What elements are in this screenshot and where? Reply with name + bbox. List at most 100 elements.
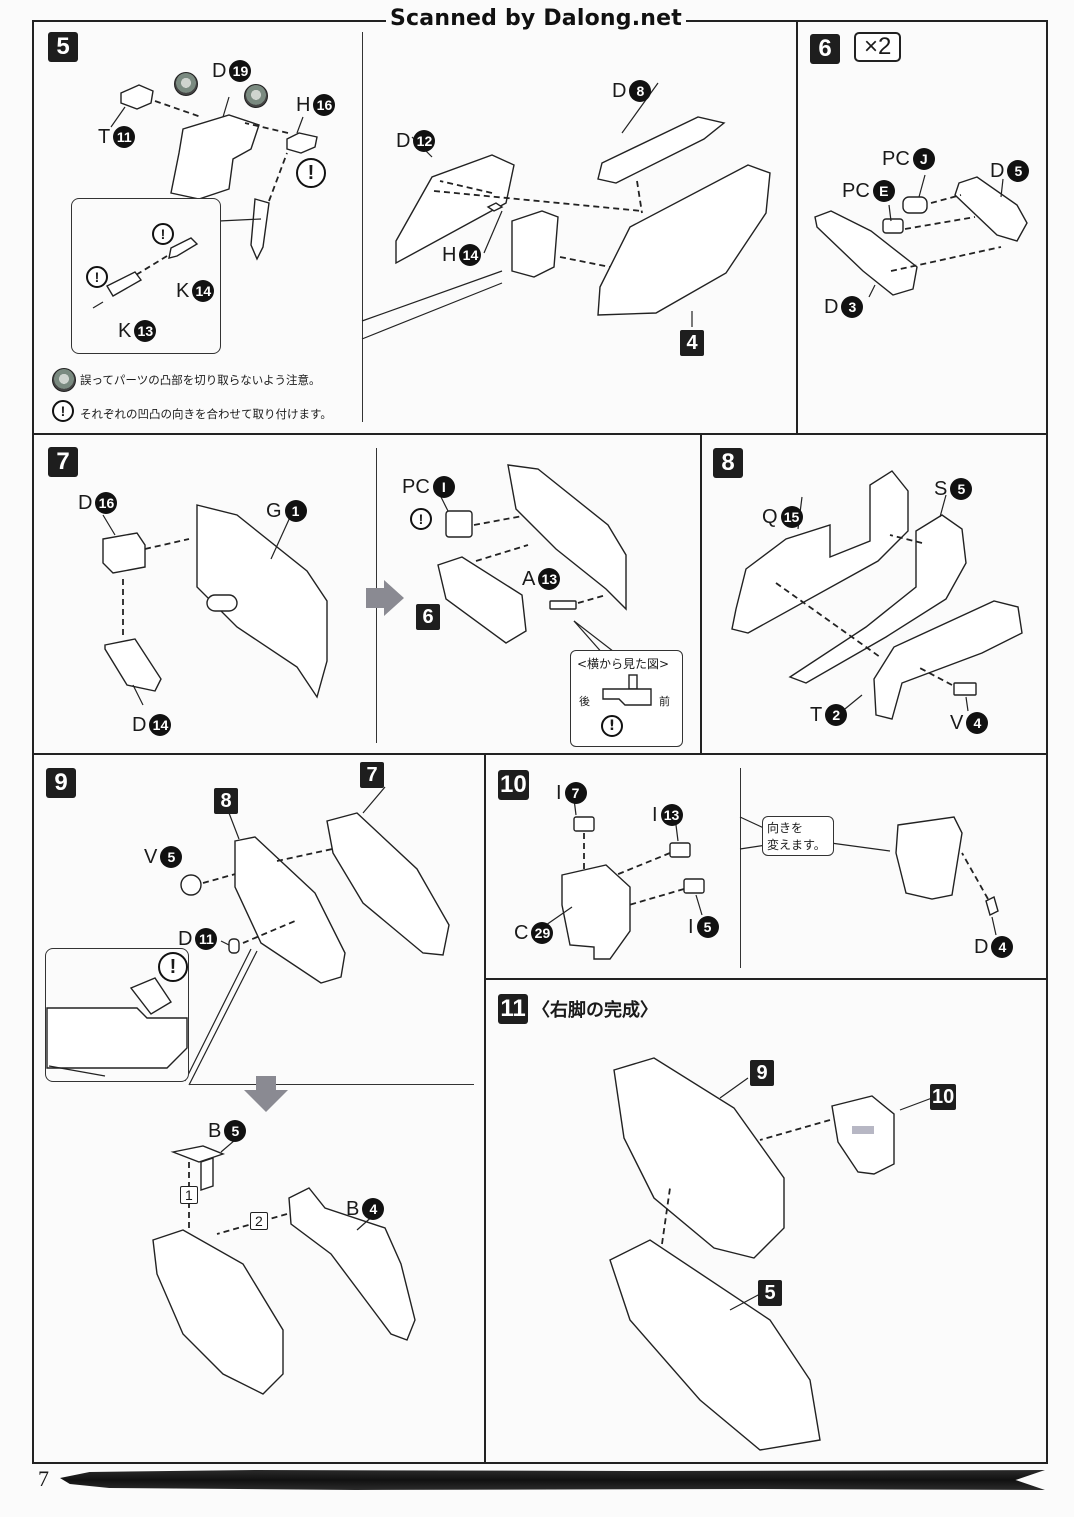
page-number: 7 bbox=[38, 1466, 49, 1491]
assembled-g1 bbox=[507, 464, 627, 611]
part-d16 bbox=[102, 532, 146, 574]
alignment-warning-icon: ! bbox=[152, 223, 174, 245]
subassembly-ref-7: 7 bbox=[360, 762, 384, 788]
side-view-diagram bbox=[602, 674, 652, 706]
part-d14 bbox=[104, 638, 162, 692]
callout-line-2: 変えます。 bbox=[767, 838, 826, 852]
step-11-number: 11 bbox=[498, 994, 528, 1024]
caution-cut-icon bbox=[52, 368, 76, 392]
alignment-warning-icon: ! bbox=[296, 158, 326, 188]
part-pc-j bbox=[902, 196, 928, 214]
alignment-warning-icon: ! bbox=[410, 508, 432, 530]
step-9-top-diagram bbox=[180, 786, 450, 1086]
subassembly-9-body bbox=[613, 1057, 785, 1259]
part-k14 bbox=[168, 237, 199, 259]
side-view-inset: <横から見た図> 後 前 ! bbox=[570, 650, 683, 747]
step-9-number: 9 bbox=[46, 768, 76, 798]
part-c29 bbox=[561, 864, 631, 960]
assembly-arrow bbox=[154, 100, 202, 118]
callout-line-1: 向きを bbox=[767, 821, 804, 835]
subassembly-7-body bbox=[326, 812, 450, 956]
part-d8 bbox=[597, 116, 726, 184]
pin-part bbox=[250, 198, 270, 261]
subassembly-4 bbox=[597, 164, 771, 316]
part-d5 bbox=[954, 176, 1028, 242]
alignment-warning-icon: ! bbox=[158, 952, 188, 982]
assembly-arrow bbox=[244, 122, 289, 134]
k-parts-diagram bbox=[92, 237, 199, 309]
order-mark-1: 1 bbox=[180, 1186, 198, 1204]
part-d4 bbox=[985, 895, 999, 917]
subassembly-ref-6: 6 bbox=[416, 604, 440, 630]
note-alignment: それぞれの凹凸の向きを合わせて取り付けます。 bbox=[80, 407, 332, 421]
assembly-arrow bbox=[268, 152, 288, 202]
part-i13 bbox=[669, 842, 691, 858]
part-d3 bbox=[814, 210, 918, 296]
subassembly-10-body bbox=[831, 1095, 895, 1175]
part-i5 bbox=[683, 878, 705, 894]
part-pc-i bbox=[445, 510, 473, 538]
step-10-diagram bbox=[545, 798, 999, 960]
subassembly-ref-10: 10 bbox=[930, 1084, 957, 1110]
part-t2 bbox=[873, 600, 1023, 720]
step-7-number: 7 bbox=[48, 447, 78, 477]
note-caution-cut: 誤ってパーツの凸部を切り取らないよう注意。 bbox=[80, 373, 321, 387]
part-b5 bbox=[170, 1145, 226, 1163]
caution-cut-icon bbox=[244, 84, 268, 108]
orientation-callout: 向きを 変えます。 bbox=[762, 816, 834, 856]
side-view-back-label: 後 bbox=[579, 695, 590, 708]
bracket-part bbox=[511, 210, 559, 278]
down-arrow-icon bbox=[244, 1076, 288, 1112]
step-7-left-diagram bbox=[102, 504, 328, 706]
subassembly-ref-8: 8 bbox=[214, 788, 238, 814]
subassembly-ref-4: 4 bbox=[680, 330, 704, 356]
step-9-sub-divider bbox=[190, 1084, 474, 1085]
part-h14 bbox=[486, 202, 504, 212]
subassembly-ref-9: 9 bbox=[750, 1060, 774, 1086]
part-v4 bbox=[953, 682, 977, 696]
step-9-bottom-diagram bbox=[152, 1139, 416, 1395]
part-d19 bbox=[170, 114, 260, 200]
row-divider bbox=[33, 753, 1047, 755]
alignment-warning-icon: ! bbox=[86, 266, 108, 288]
subassembly-ref-5: 5 bbox=[758, 1280, 782, 1306]
part-b4 bbox=[288, 1187, 416, 1341]
part-pc-e bbox=[882, 218, 904, 234]
part-k13 bbox=[106, 271, 143, 297]
part-v5 bbox=[180, 874, 202, 896]
step-5-divider bbox=[362, 32, 363, 422]
step-8-number: 8 bbox=[713, 448, 743, 478]
part-a13 bbox=[549, 600, 577, 610]
step-11-diagram bbox=[609, 1057, 933, 1451]
scan-watermark: Scanned by Dalong.net bbox=[386, 6, 686, 31]
subassembly-8-body bbox=[234, 836, 346, 984]
step-9-right-border bbox=[484, 755, 486, 1463]
step-6-number: 6 bbox=[810, 34, 840, 64]
step-8-diagram bbox=[731, 470, 1023, 720]
part-d11 bbox=[228, 938, 240, 954]
side-view-title: <横から見た図> bbox=[577, 657, 670, 671]
